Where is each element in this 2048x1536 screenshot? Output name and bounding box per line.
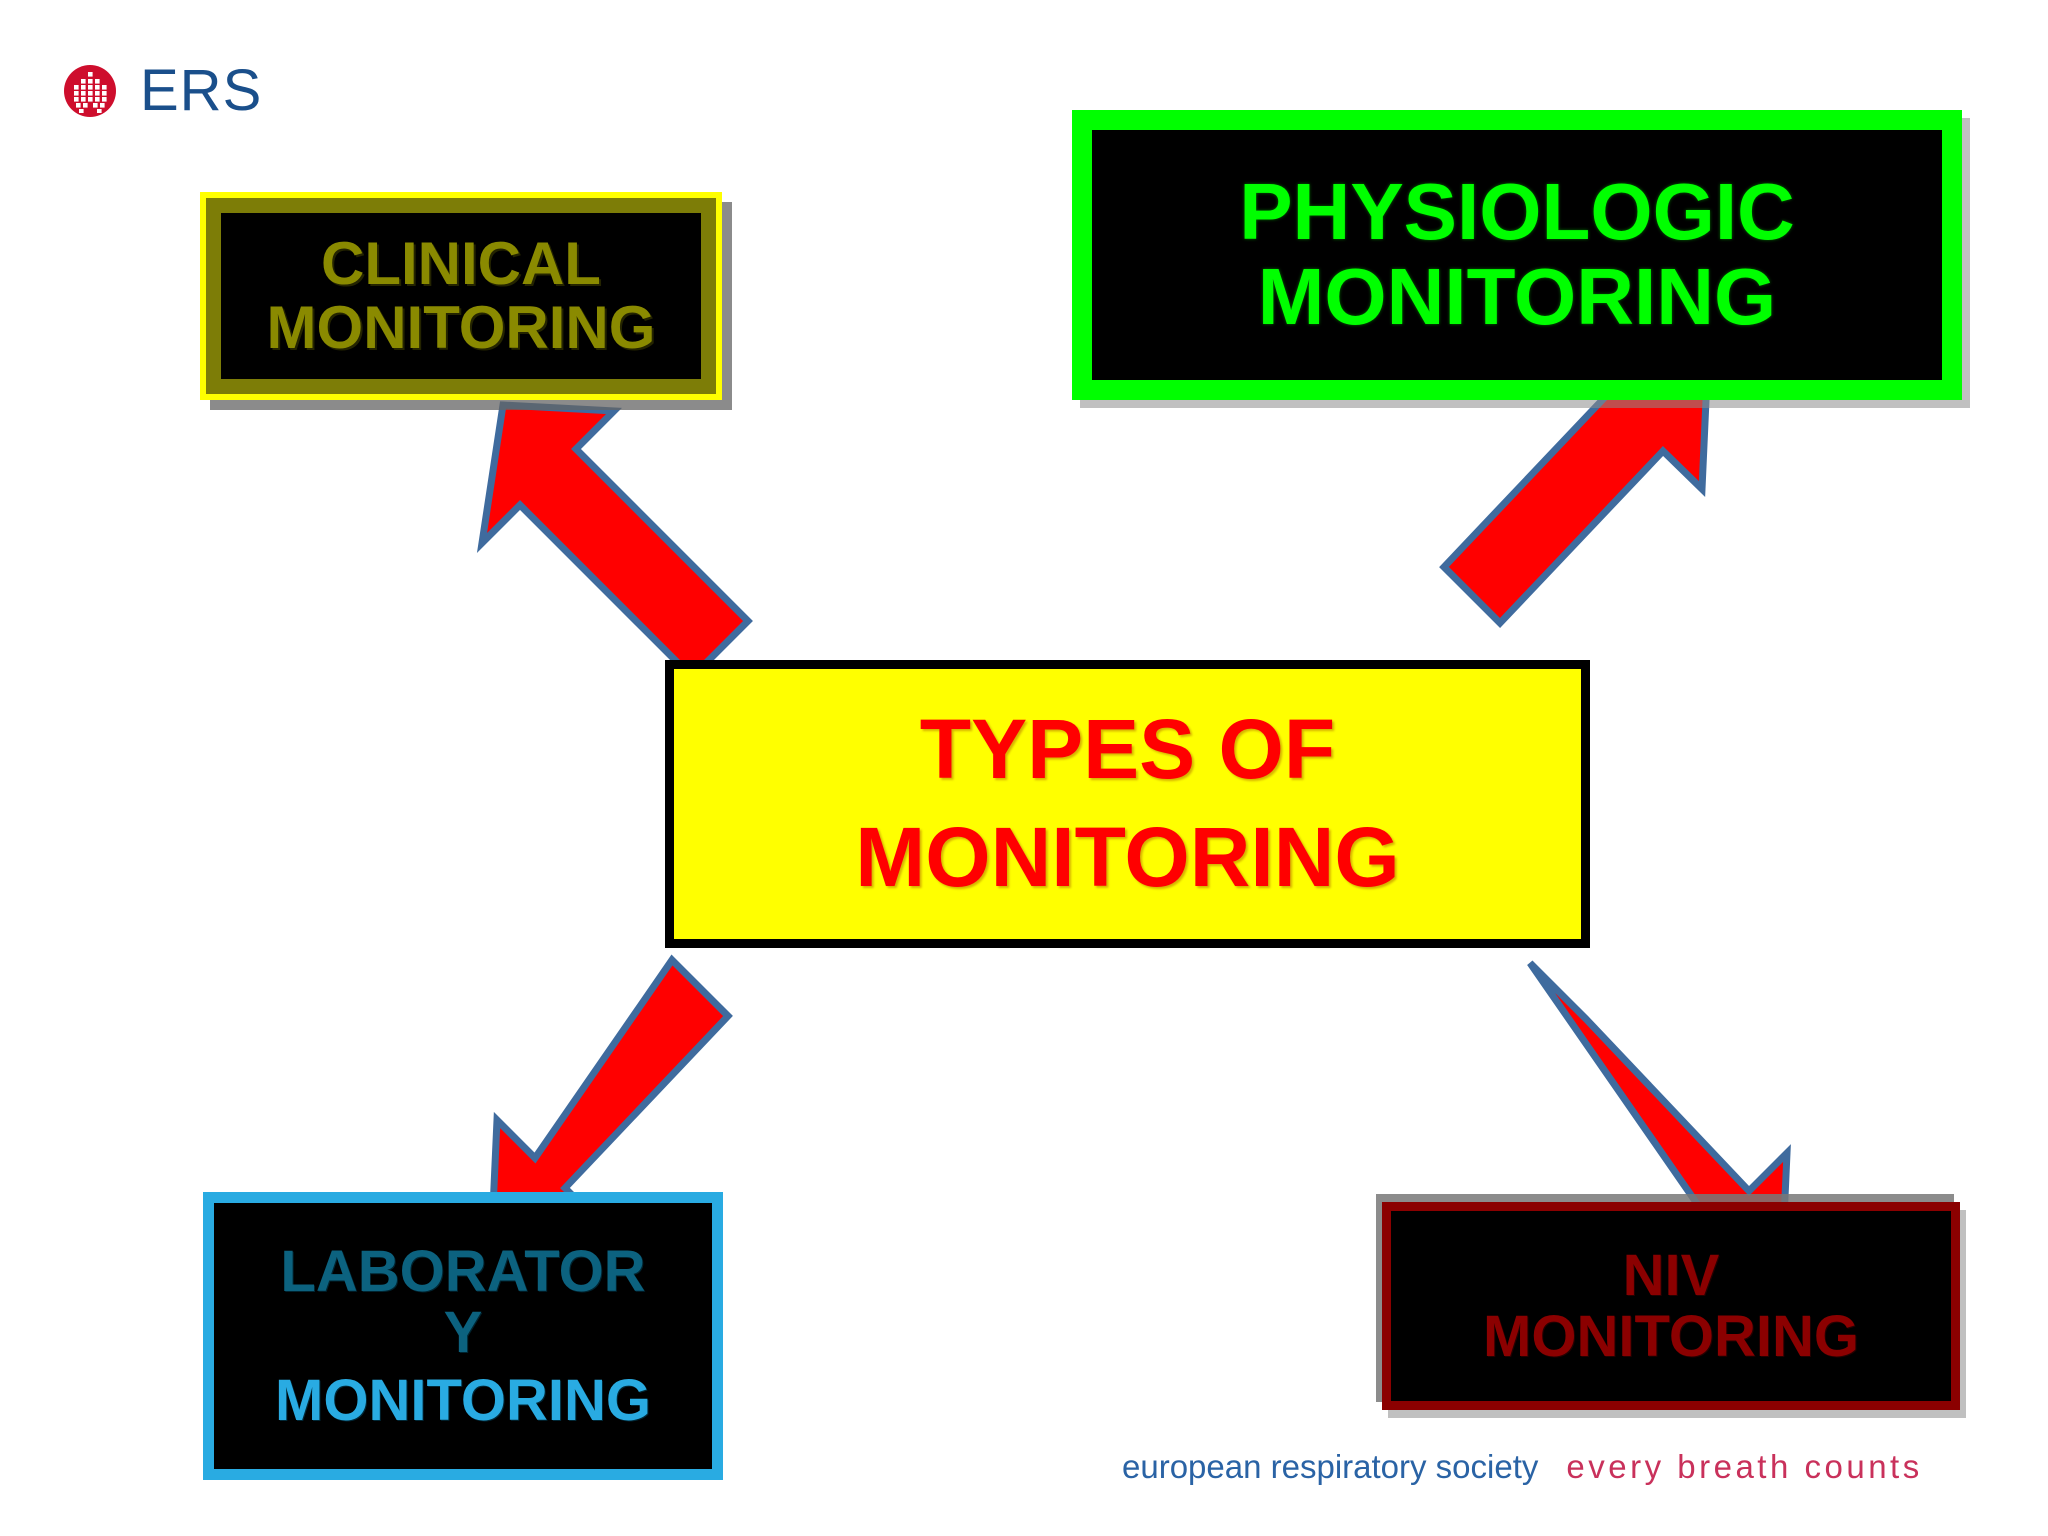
node-laboratory-label-line2: Y <box>443 1300 483 1366</box>
node-center-label: TYPES OF MONITORING <box>855 702 1400 904</box>
footer-society-name: european respiratory society <box>1122 1448 1539 1485</box>
node-niv-monitoring[interactable]: NIV MONITORING <box>1382 1202 1960 1410</box>
node-physiologic-label: PHYSIOLOGIC MONITORING <box>1239 167 1795 341</box>
node-niv-label: NIV MONITORING <box>1483 1242 1859 1369</box>
node-clinical-label: CLINICAL MONITORING <box>266 230 656 361</box>
node-laboratory-label-line1: LABORATOR <box>280 1238 646 1304</box>
footer: european respiratory society every breat… <box>1122 1448 1923 1486</box>
node-laboratory-monitoring[interactable]: LABORATOR Y MONITORING <box>203 1192 723 1480</box>
arrow-to-clinical-icon <box>476 401 753 682</box>
ers-wordmark: ERS <box>140 58 263 123</box>
ers-lung-mark-icon <box>64 65 116 117</box>
arrow-to-laboratory-icon <box>488 954 733 1235</box>
node-laboratory-label-line3: MONITORING <box>275 1367 651 1433</box>
ers-logo: ERS <box>62 62 262 120</box>
footer-tagline: every breath counts <box>1566 1448 1923 1485</box>
node-physiologic-monitoring[interactable]: PHYSIOLOGIC MONITORING <box>1072 110 1962 400</box>
node-types-of-monitoring[interactable]: TYPES OF MONITORING <box>665 660 1590 948</box>
node-clinical-monitoring[interactable]: CLINICAL MONITORING <box>200 192 722 400</box>
